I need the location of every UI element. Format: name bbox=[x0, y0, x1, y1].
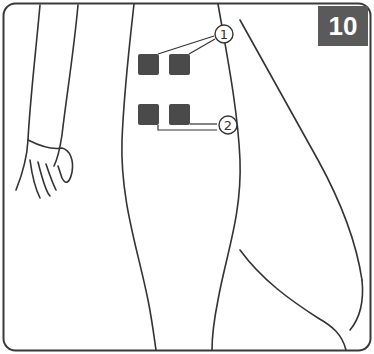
callout-circle bbox=[215, 25, 233, 43]
step-number: 10 bbox=[329, 13, 358, 39]
electrode-pad bbox=[138, 104, 159, 125]
leader-line bbox=[190, 123, 217, 124]
finger-lines bbox=[30, 160, 56, 198]
knee-outline bbox=[350, 280, 363, 330]
electrode-pad bbox=[169, 104, 190, 125]
leader-line bbox=[189, 39, 215, 54]
electrode-pad bbox=[138, 54, 159, 75]
callout-number: 1 bbox=[220, 28, 228, 41]
thigh-outline bbox=[212, 4, 240, 350]
step-badge bbox=[318, 6, 368, 46]
callout-circle bbox=[219, 116, 237, 134]
electrode-pad bbox=[169, 54, 190, 75]
back-leg-outline bbox=[240, 250, 346, 350]
leader-line bbox=[158, 36, 214, 54]
leader-line bbox=[158, 125, 217, 130]
frame bbox=[4, 4, 371, 351]
back-leg-outline bbox=[240, 20, 362, 280]
arm-outline bbox=[16, 5, 40, 190]
arm-outline bbox=[54, 5, 78, 166]
callout-number: 2 bbox=[224, 119, 232, 132]
